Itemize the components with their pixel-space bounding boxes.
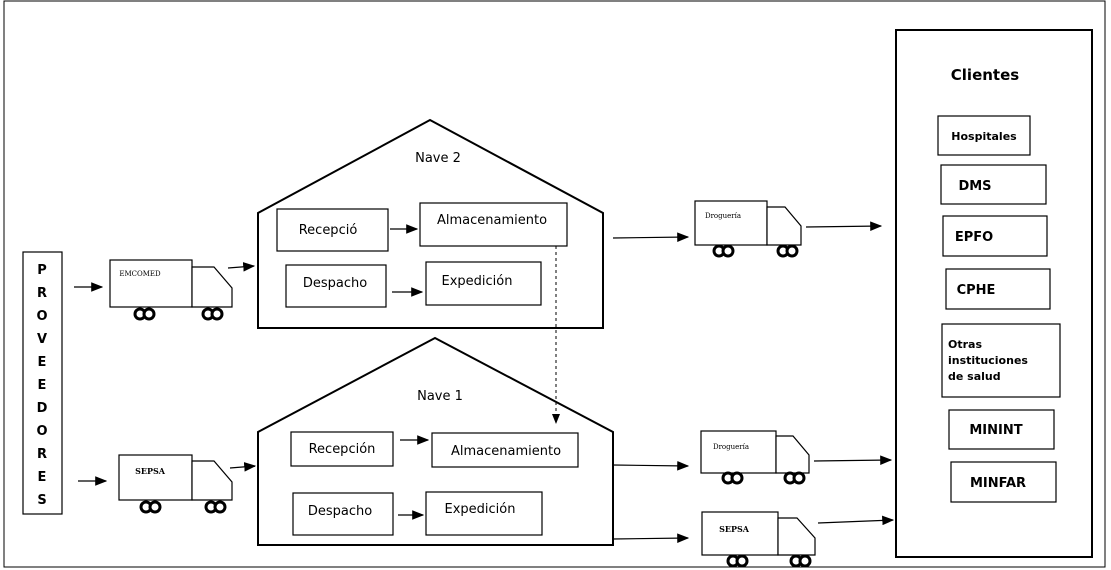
expedicion-box <box>425 491 543 536</box>
wheel-icon <box>721 471 744 485</box>
recepcion-label: Recepción <box>309 442 376 457</box>
arrow-emcomed-nave2 <box>227 262 256 272</box>
expedicion-label: Expedición <box>442 274 513 289</box>
truck-label: SEPSA <box>135 466 166 476</box>
truck-label: Droguería <box>713 443 749 451</box>
nave-2-title: Nave 2 <box>415 151 461 166</box>
expedicion-box <box>425 261 542 306</box>
arrow-drogueria-clientes <box>813 455 893 465</box>
client-epfo-box <box>942 215 1048 257</box>
proveedores-box: P R O V E E D O R E S <box>22 251 63 515</box>
wheel-icon <box>712 244 735 258</box>
nave-2: Nave 2 Recepció Almacenamiento Despacho … <box>257 118 604 329</box>
truck-drogueria-bottom: Droguería <box>700 430 810 485</box>
despacho-box <box>292 492 394 536</box>
truck-label: Droguería <box>705 212 741 220</box>
despacho-label: Despacho <box>303 276 367 291</box>
client-hospitales-box <box>937 115 1031 156</box>
almacenamiento-label: Almacenamiento <box>451 444 561 459</box>
arrow-sepsa-nave1 <box>229 462 257 472</box>
recepcion-box <box>276 208 389 252</box>
proveedores-letter: R <box>37 286 47 301</box>
proveedores-letter: O <box>36 309 47 324</box>
proveedores-letter: E <box>38 378 47 393</box>
almacenamiento-box <box>419 202 568 247</box>
proveedores-letter: V <box>37 332 47 347</box>
client-otras-label: instituciones <box>948 354 1028 367</box>
client-cphe-box <box>945 268 1051 310</box>
clientes-title: Clientes <box>951 66 1019 84</box>
truck-sepsa-in: SEPSA <box>118 454 233 514</box>
wheel-icon <box>776 244 799 258</box>
proveedores-letter: E <box>38 470 47 485</box>
wheel-icon <box>726 554 749 568</box>
proveedores-letter: E <box>38 355 47 370</box>
client-minfar-box <box>950 461 1057 503</box>
truck-sepsa-out: SEPSA <box>701 511 816 568</box>
arrow-sepsa-clientes <box>817 515 895 526</box>
client-hospitales-label: Hospitales <box>951 130 1017 143</box>
despacho-box <box>285 264 387 308</box>
arrow-nave1-drogueria <box>612 461 690 471</box>
recepcion-label: Recepció <box>299 223 358 238</box>
client-epfo-label: EPFO <box>955 230 993 245</box>
expedicion-label: Expedición <box>445 502 516 517</box>
truck-label: EMCOMED <box>119 270 161 278</box>
truck-drogueria-top: Droguería <box>694 200 802 258</box>
wheel-icon <box>783 471 806 485</box>
client-dms-box <box>940 164 1047 205</box>
truck-emcomed: EMCOMED <box>109 259 233 321</box>
proveedores-letter: O <box>36 424 47 439</box>
proveedores-letter: P <box>37 263 47 278</box>
clientes-box: Clientes Hospitales DMS EPFO CPHE Otras … <box>895 29 1093 558</box>
client-dms-label: DMS <box>958 179 991 194</box>
proveedores-letter: D <box>37 401 48 416</box>
client-minint-box <box>948 409 1055 450</box>
wheel-icon <box>789 554 812 568</box>
proveedores-letter: S <box>37 493 46 508</box>
wheel-icon <box>133 307 156 321</box>
client-cphe-label: CPHE <box>957 283 996 298</box>
client-minint-label: MININT <box>969 423 1022 438</box>
client-otras-box <box>941 323 1061 398</box>
wheel-icon <box>139 500 162 514</box>
nave-1: Nave 1 Recepción Almacenamiento Despacho… <box>257 336 614 546</box>
nave-1-title: Nave 1 <box>417 389 463 404</box>
almacenamiento-label: Almacenamiento <box>437 213 547 228</box>
outer-frame <box>3 0 1106 568</box>
proveedores-letter: R <box>37 447 47 462</box>
almacenamiento-box <box>431 432 579 468</box>
client-otras-label: Otras <box>948 338 982 351</box>
recepcion-box <box>290 431 394 467</box>
arrow-drogueria-clientes <box>805 221 883 231</box>
arrow-nave2-drogueria <box>612 232 690 242</box>
client-minfar-label: MINFAR <box>970 476 1026 491</box>
truck-label: SEPSA <box>719 524 750 534</box>
wheel-icon <box>201 307 224 321</box>
wheel-icon <box>204 500 227 514</box>
arrow-nave1-sepsa <box>612 533 690 543</box>
client-otras-label: de salud <box>948 370 1001 383</box>
despacho-label: Despacho <box>308 504 372 519</box>
